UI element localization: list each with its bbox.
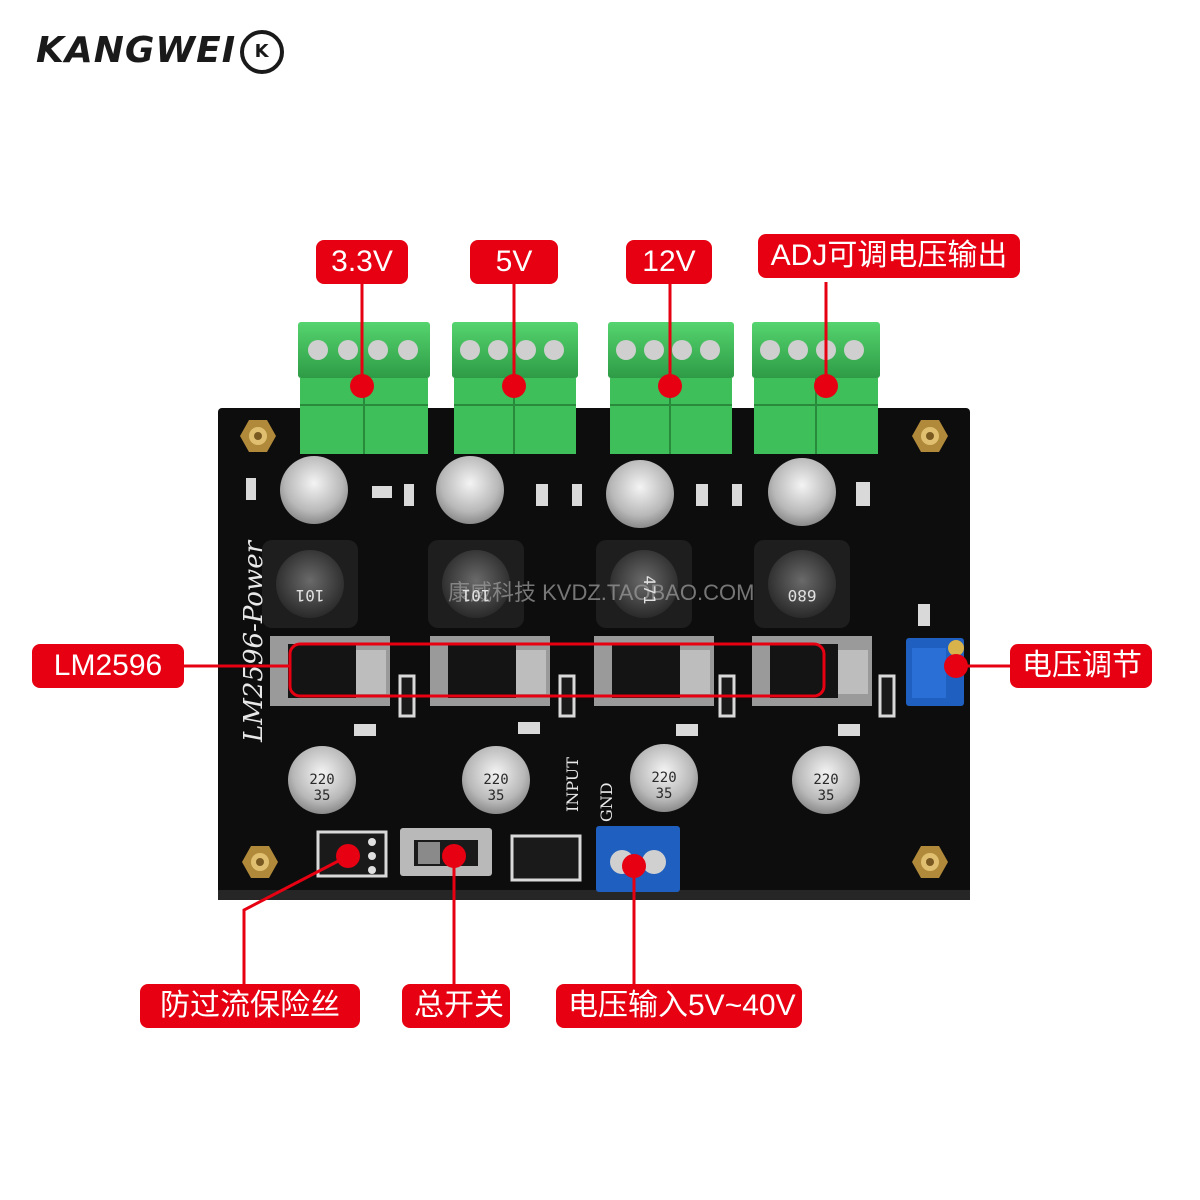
callout-voltage-adjust: 电压调节 <box>1010 644 1152 688</box>
cap-marking: 220 <box>309 772 334 788</box>
inductor-code: 101 <box>296 586 325 605</box>
callout-12v: 12V <box>626 240 712 284</box>
callout-3v3: 3.3V <box>316 240 408 284</box>
callout-main-switch: 总开关 <box>402 984 510 1028</box>
inductors <box>262 540 850 628</box>
cap-marking: 35 <box>488 788 505 804</box>
brand-mark: K <box>240 30 285 74</box>
silkscreen-title: LM2596-Power <box>239 539 269 743</box>
cap-marking: 35 <box>656 786 673 802</box>
terminal-5v <box>452 322 578 454</box>
upper-capacitors <box>280 456 836 528</box>
terminal-adj <box>752 322 880 454</box>
smd-parts <box>246 478 930 736</box>
cap-marking: 220 <box>651 770 676 786</box>
cap-marking: 220 <box>813 772 838 788</box>
annotation-dots <box>336 374 968 878</box>
inductor-code: 471 <box>640 576 659 605</box>
output-terminals <box>298 322 880 454</box>
annotation-lines <box>184 282 1010 984</box>
callout-5v: 5V <box>470 240 558 284</box>
terminal-3v3 <box>298 322 430 454</box>
callout-fuse: 防过流保险丝 <box>140 984 360 1028</box>
callout-adj-output: ADJ可调电压输出 <box>758 234 1020 278</box>
callout-lm2596: LM2596 <box>32 644 184 688</box>
silk-input-label: INPUT <box>563 757 582 812</box>
input-diode <box>510 834 582 882</box>
cap-marking: 35 <box>818 788 835 804</box>
trimmer-potentiometer <box>906 638 964 706</box>
inductor-code: 680 <box>788 586 817 605</box>
callout-voltage-input: 电压输入5V~40V <box>556 984 802 1028</box>
inductor-code: 101 <box>462 586 491 605</box>
lower-capacitors <box>288 744 860 814</box>
mount-screws <box>240 420 948 878</box>
brand-name: KANGWEI <box>36 30 237 71</box>
cap-marking: 35 <box>314 788 331 804</box>
regulator-ics <box>270 636 872 706</box>
silk-gnd-label: GND <box>597 782 616 822</box>
cap-marking: 220 <box>483 772 508 788</box>
watermark: 康威科技 KVDZ.TAOBAO.COM <box>448 580 754 605</box>
